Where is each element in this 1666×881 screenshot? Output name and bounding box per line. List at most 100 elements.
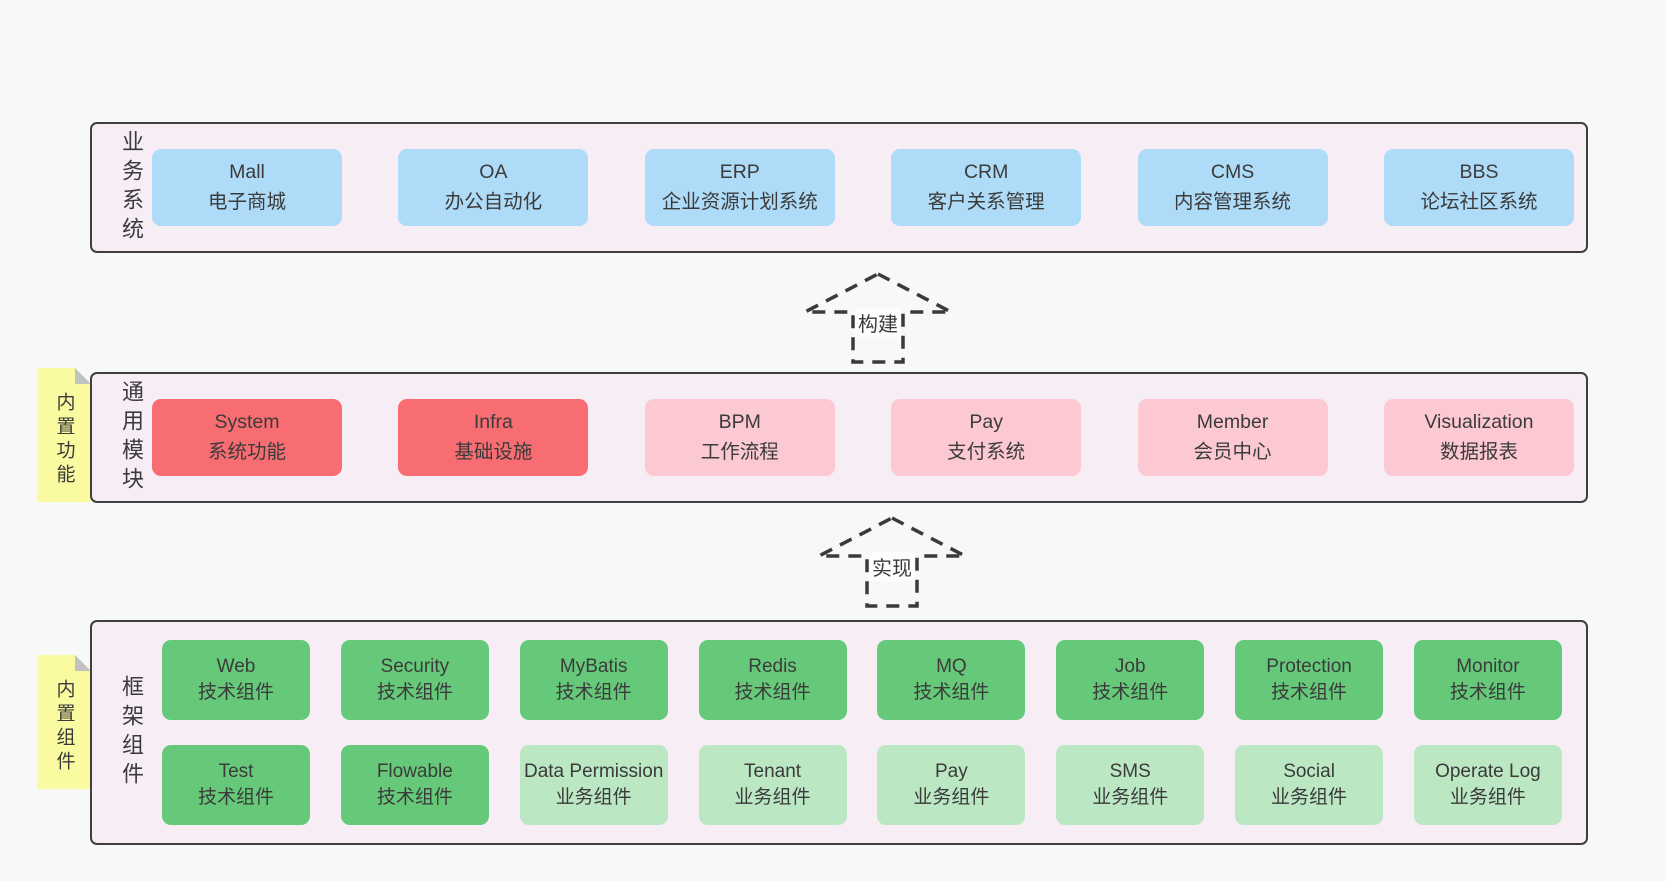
node-title: System — [214, 411, 280, 434]
node-title: CMS — [1210, 161, 1255, 184]
node-subtitle: 业务组件 — [734, 787, 811, 808]
node-title: Protection — [1266, 656, 1352, 678]
node-subtitle: 技术组件 — [197, 682, 274, 703]
node-monitor: Monitor 技术组件 — [1413, 640, 1562, 720]
node-mybatis: MyBatis 技术组件 — [519, 640, 668, 720]
tech-components-row: Web 技术组件 Security 技术组件 MyBatis 技术组件 Redi… — [152, 640, 1574, 720]
folded-corner-icon — [75, 368, 91, 384]
node-title: Social — [1283, 761, 1335, 783]
node-protection: Protection 技术组件 — [1235, 640, 1384, 720]
node-subtitle: 技术组件 — [555, 682, 632, 703]
node-title: Security — [380, 656, 450, 678]
node-subtitle: 业务组件 — [1449, 787, 1526, 808]
node-title: Job — [1114, 656, 1146, 678]
node-title: Monitor — [1456, 656, 1520, 678]
node-title: OA — [479, 161, 508, 184]
band-label-framework-components: 框架组件 — [119, 674, 144, 791]
node-subtitle: 会员中心 — [1193, 440, 1272, 463]
node-title: Pay — [969, 411, 1003, 434]
node-title: Web — [216, 656, 256, 678]
band-common-modules: 通用模块 System 系统功能 Infra 基础设施 BPM 工作流程 Pay… — [90, 372, 1588, 503]
node-tenant: Tenant 业务组件 — [698, 745, 847, 825]
node-subtitle: 系统功能 — [207, 440, 286, 463]
node-subtitle: 业务组件 — [555, 787, 632, 808]
node-title: Test — [218, 761, 254, 783]
node-title: Pay — [935, 761, 968, 783]
node-subtitle: 办公自动化 — [444, 190, 543, 213]
node-erp: ERP 企业资源计划系统 — [644, 149, 835, 226]
sticky-note-text: 内置组件 — [53, 679, 75, 775]
node-subtitle: 基础设施 — [454, 440, 533, 463]
node-mall: Mall 电子商城 — [152, 149, 342, 226]
node-subtitle: 数据报表 — [1439, 440, 1518, 463]
node-visualization: Visualization 数据报表 — [1383, 399, 1574, 476]
band-business-systems: 业务系统 Mall 电子商城 OA 办公自动化 ERP 企业资源计划系统 CRM… — [90, 122, 1588, 253]
arrow-build: 构建 — [803, 271, 953, 365]
node-title: MQ — [936, 656, 967, 678]
node-member: Member 会员中心 — [1137, 399, 1328, 476]
sticky-note-built-in-features: 内置功能 — [37, 368, 91, 502]
node-subtitle: 技术组件 — [197, 787, 274, 808]
node-flowable: Flowable 技术组件 — [340, 745, 489, 825]
node-title: Tenant — [744, 761, 802, 783]
node-crm: CRM 客户关系管理 — [891, 149, 1082, 226]
node-data-permission: Data Permission 业务组件 — [519, 745, 668, 825]
node-subtitle: 工作流程 — [700, 440, 779, 463]
node-job: Job 技术组件 — [1056, 640, 1205, 720]
sticky-note-built-in-components: 内置组件 — [37, 655, 91, 789]
node-operate-log: Operate Log 业务组件 — [1413, 745, 1562, 825]
node-subtitle: 技术组件 — [1449, 682, 1526, 703]
node-subtitle: 支付系统 — [947, 440, 1026, 463]
node-subtitle: 客户关系管理 — [927, 190, 1045, 213]
node-title: Data Permission — [523, 761, 664, 783]
node-subtitle: 技术组件 — [376, 787, 453, 808]
node-subtitle: 技术组件 — [1271, 682, 1348, 703]
node-title: Flowable — [376, 761, 453, 783]
business-components-row: Test 技术组件 Flowable 技术组件 Data Permission … — [152, 745, 1574, 825]
node-pay-component: Pay 业务组件 — [877, 745, 1026, 825]
node-title: SMS — [1109, 761, 1151, 783]
node-social: Social 业务组件 — [1235, 745, 1384, 825]
node-subtitle: 电子商城 — [207, 190, 286, 213]
folded-corner-icon — [75, 655, 91, 671]
arrow-implement: 实现 — [817, 515, 967, 609]
node-subtitle: 技术组件 — [376, 682, 453, 703]
framework-components-rows: Web 技术组件 Security 技术组件 MyBatis 技术组件 Redi… — [142, 640, 1586, 825]
node-title: ERP — [719, 161, 760, 184]
node-title: BBS — [1459, 161, 1499, 184]
node-redis: Redis 技术组件 — [698, 640, 847, 720]
node-subtitle: 技术组件 — [734, 682, 811, 703]
node-subtitle: 业务组件 — [913, 787, 990, 808]
node-cms: CMS 内容管理系统 — [1137, 149, 1328, 226]
node-web: Web 技术组件 — [162, 640, 310, 720]
node-title: Infra — [473, 411, 513, 434]
common-modules-row: System 系统功能 Infra 基础设施 BPM 工作流程 Pay 支付系统… — [142, 399, 1586, 476]
arrow-implement-label: 实现 — [869, 552, 915, 581]
node-subtitle: 企业资源计划系统 — [661, 190, 818, 213]
node-title: Operate Log — [1435, 761, 1541, 783]
node-system: System 系统功能 — [152, 399, 342, 476]
node-bpm: BPM 工作流程 — [644, 399, 835, 476]
business-systems-row: Mall 电子商城 OA 办公自动化 ERP 企业资源计划系统 CRM 客户关系… — [142, 149, 1586, 226]
sticky-note-text: 内置功能 — [53, 392, 75, 488]
node-bbs: BBS 论坛社区系统 — [1383, 149, 1574, 226]
band-label-business-systems: 业务系统 — [119, 129, 144, 246]
node-title: Redis — [748, 656, 797, 678]
node-title: Visualization — [1424, 411, 1534, 434]
node-mq: MQ 技术组件 — [877, 640, 1026, 720]
node-subtitle: 论坛社区系统 — [1420, 190, 1538, 213]
node-security: Security 技术组件 — [340, 640, 489, 720]
node-title: Member — [1196, 411, 1269, 434]
band-framework-components: 框架组件 Web 技术组件 Security 技术组件 MyBatis 技术组件… — [90, 620, 1588, 845]
node-infra: Infra 基础设施 — [398, 399, 589, 476]
node-subtitle: 业务组件 — [1271, 787, 1348, 808]
node-title: Mall — [229, 161, 265, 184]
node-subtitle: 业务组件 — [1092, 787, 1169, 808]
arrow-build-label: 构建 — [855, 308, 901, 337]
node-pay-module: Pay 支付系统 — [891, 399, 1082, 476]
node-subtitle: 技术组件 — [1092, 682, 1169, 703]
node-oa: OA 办公自动化 — [398, 149, 589, 226]
band-label-common-modules: 通用模块 — [119, 379, 144, 496]
node-test: Test 技术组件 — [162, 745, 310, 825]
